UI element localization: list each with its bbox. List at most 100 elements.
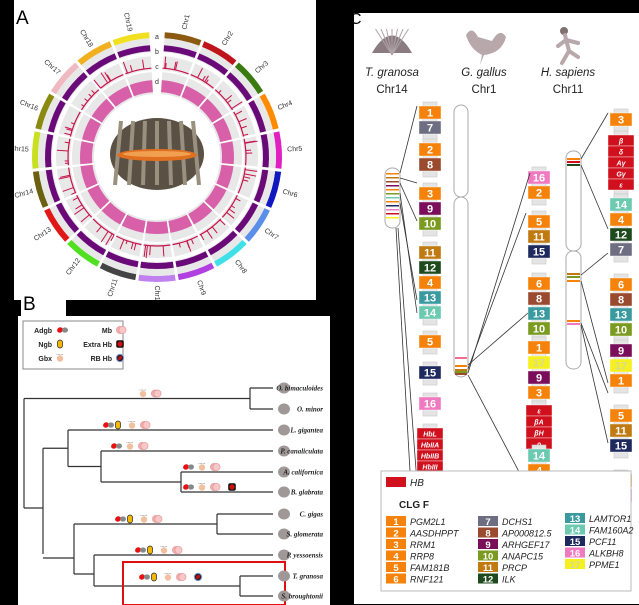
synteny-connector: [580, 322, 609, 394]
synteny-connector: [467, 172, 531, 374]
gene-swatch-number: 11: [483, 563, 494, 574]
clg-gene-block-3: 3: [609, 112, 633, 127]
taxon-label: C. gigas: [300, 511, 324, 519]
gbx-body: [139, 390, 147, 398]
track-d-bar: [121, 214, 146, 233]
gene-block-label: 5: [427, 337, 433, 349]
track-c-spike: [227, 99, 232, 104]
synteny-connector: [580, 324, 609, 444]
chromosome-chr2: Chr2: [180, 30, 237, 109]
chromosome-label: Chr13: [33, 226, 53, 243]
track-c-bg: [110, 234, 143, 257]
track-c-spike: [218, 90, 222, 94]
adgb-gray: [188, 464, 194, 470]
chromosome-chr14: Chr14: [14, 164, 100, 208]
track-c-spike: [204, 75, 209, 83]
gene-block-label: 12: [615, 230, 627, 242]
gene-name: DCHS1: [502, 517, 533, 527]
hb-gene-block: β: [607, 134, 635, 147]
gene-block-label: 5: [618, 411, 624, 423]
gbx-icon: [164, 573, 172, 581]
gene-name: ARHGEF17: [501, 540, 551, 550]
gg-band: [455, 373, 467, 375]
chromosome-band: [164, 32, 202, 46]
hs-chromosome: [565, 150, 582, 370]
ngb-shape: [115, 420, 121, 430]
gene-block-label: 11: [424, 248, 436, 260]
gene-block-label: 16: [424, 399, 436, 411]
track-c-spike: [70, 122, 75, 125]
synteny-connector: [399, 182, 418, 222]
track-c-bg: [141, 242, 173, 258]
track-c-spike: [119, 239, 125, 250]
clg-gene-block-8: 8: [527, 291, 551, 306]
track-c-spike: [165, 62, 167, 69]
clg-gene-block-5: 5: [527, 214, 551, 229]
clg-gene-block-6: 6: [609, 277, 633, 292]
track-b-bar: [117, 45, 151, 58]
hs-band: [567, 280, 580, 282]
chromosome-band: [201, 41, 237, 66]
adgb-gray: [62, 327, 68, 333]
gene-block-fill: [607, 178, 635, 191]
clg-gene-block-11: 11: [527, 229, 551, 244]
taxon-silhouette-icon: [278, 570, 290, 582]
track-c-spike: [64, 141, 70, 144]
gbx-body: [198, 484, 206, 491]
adgb-red: [183, 484, 189, 490]
track-c-line: [221, 194, 238, 218]
gene-block-fill: [527, 214, 551, 229]
gene-marker-group: [139, 572, 203, 582]
track-c-spike: [225, 95, 233, 101]
track-c-spike: [130, 242, 134, 250]
rb-hb-icon: [115, 353, 125, 363]
gene-swatch: [386, 527, 406, 538]
gene-block-fill: [527, 229, 551, 244]
clg-gene-block-13: 13: [527, 306, 551, 321]
gene-name: ANAPC15: [501, 552, 544, 562]
chromosome-chr13: Chr13: [33, 183, 111, 243]
clam-rib: [380, 28, 393, 56]
track-c-bg: [56, 136, 72, 167]
adgb-icon: [139, 574, 150, 580]
gene-name: LAMTOR1: [589, 514, 631, 524]
gene-swatch-number: 16: [570, 549, 581, 560]
gene-block-label: 9: [618, 346, 624, 358]
gene-block-fill: [609, 242, 633, 257]
track-c-spike: [235, 110, 243, 116]
track-c-spike: [105, 233, 113, 246]
mb-icon: [138, 442, 149, 450]
track-c-spike: [125, 240, 128, 245]
gbx-icon: [140, 515, 148, 523]
track-d-bar: [220, 141, 234, 165]
hs-chromosome-q-arm: [565, 250, 582, 370]
track-c-spike: [226, 212, 235, 219]
gene-block-label: 8: [536, 294, 542, 306]
track-d-bar: [204, 184, 227, 210]
hb-gene-block: δ: [607, 145, 635, 158]
chromosome-label: Chr17: [42, 59, 61, 77]
gene-block-label: Aγ: [616, 161, 627, 168]
panel-c-label: C: [350, 11, 362, 28]
track-c-line: [172, 235, 199, 246]
track-c-spike: [200, 234, 205, 241]
gene-block-label: ε: [619, 183, 623, 190]
gene-block-label: 4: [618, 215, 625, 227]
track-c-line: [190, 74, 214, 89]
chromosome-name: Chr14: [376, 84, 408, 96]
gene-block-label: β: [618, 139, 624, 146]
extra-hb-icon: [116, 340, 124, 348]
track-d-bar: [80, 141, 94, 165]
gene-swatch: [478, 562, 498, 572]
gg-blocks: 1625111568131011793εβAβHρ144127: [525, 166, 553, 514]
chromosome-label: Chr12: [65, 257, 82, 276]
taxon-s-broughtonii: S. broughtonii: [278, 590, 323, 602]
mb-front: [142, 421, 151, 429]
track-c-bg: [171, 234, 204, 257]
track-c-spike: [64, 126, 73, 130]
gene-swatch-number: 2: [393, 529, 398, 540]
